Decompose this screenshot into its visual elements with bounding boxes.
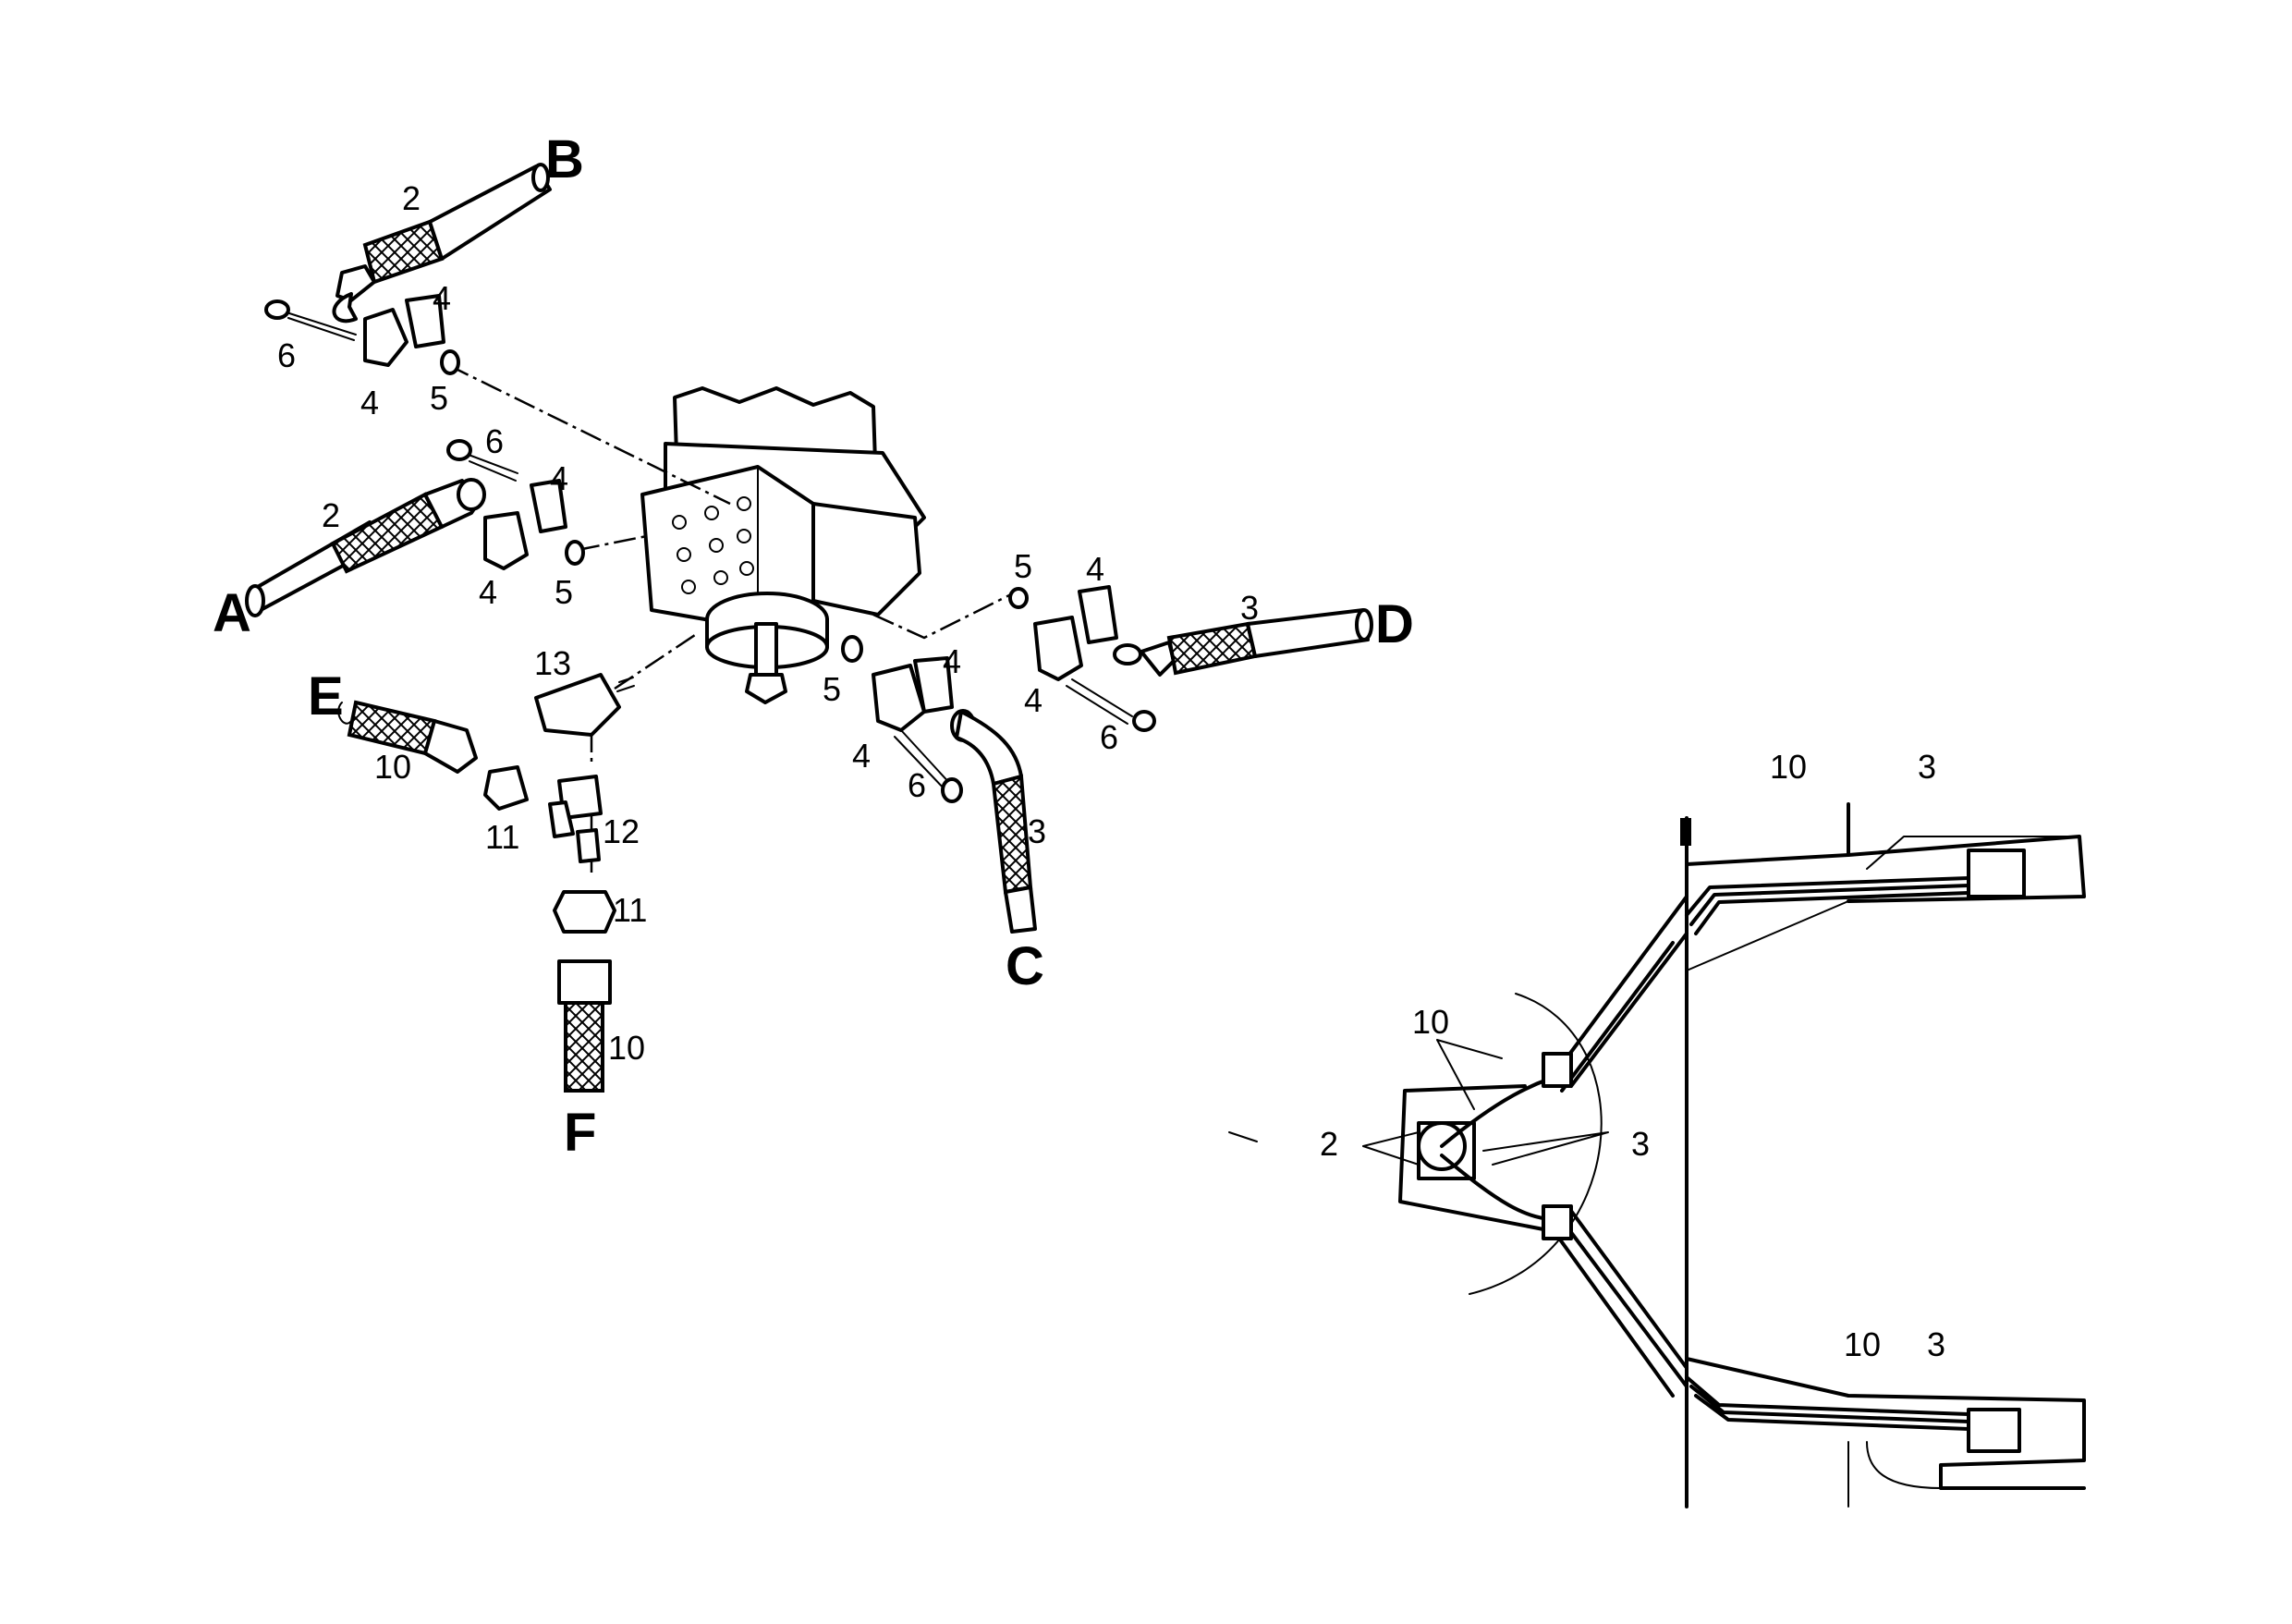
o-ring (1008, 587, 1029, 609)
clamp-lower (1542, 1204, 1573, 1240)
inset-callout-3: 3 (1631, 1125, 1650, 1163)
callout-12: 12 (603, 812, 640, 850)
port-label-c: C (1006, 936, 1044, 996)
callout-4: 4 (360, 384, 379, 421)
tee-fitting-assembly (337, 673, 635, 1093)
port-label-b: B (545, 129, 584, 189)
port-label-e: E (308, 666, 344, 727)
clamp-half (1033, 616, 1083, 681)
bolt-head (1132, 710, 1156, 732)
inset-callout-2: 2 (1320, 1125, 1338, 1163)
port-holes (672, 496, 754, 594)
callout-6: 6 (277, 336, 296, 374)
port-label-a: A (213, 583, 251, 643)
o-ring (565, 540, 585, 566)
callout-4: 4 (943, 642, 961, 680)
callout-11: 11 (613, 891, 647, 929)
callout-4: 4 (852, 737, 871, 775)
callout-4: 4 (550, 459, 568, 497)
inset-callout-3: 3 (1918, 748, 1936, 786)
hose-b-assembly (264, 163, 552, 375)
clamp-half (483, 511, 529, 570)
inset-callout-3: 3 (1927, 1325, 1945, 1363)
bolt-head (264, 299, 290, 320)
frame-marker (1680, 818, 1691, 846)
o-ring (841, 635, 863, 663)
callout-5: 5 (1014, 547, 1032, 585)
inset-callout-10: 10 (1844, 1325, 1881, 1363)
callout-4: 4 (1024, 681, 1042, 719)
callout-4: 4 (479, 573, 497, 611)
callout-11: 11 (485, 818, 519, 856)
inset-callout-10: 10 (1412, 1003, 1449, 1041)
clamp-half (405, 294, 445, 348)
port-label-f: F (564, 1103, 596, 1163)
hose-c-assembly (841, 635, 1037, 934)
part-callouts: 2 4 4 6 5 6 2 4 4 5 13 10 11 12 11 10 5 … (277, 179, 1259, 1067)
callout-6: 6 (1100, 718, 1118, 756)
callout-4: 4 (433, 279, 451, 317)
clamp-half (363, 308, 408, 367)
callout-5: 5 (823, 670, 841, 708)
port-labels: B A C D E F (213, 129, 1414, 1163)
bolt-head (941, 777, 963, 803)
clamp-half (530, 479, 567, 533)
callout-6: 6 (485, 422, 504, 460)
inset-callouts: 10 3 10 2 3 10 3 (1320, 748, 1945, 1363)
callout-3: 3 (1240, 589, 1259, 627)
inset-callout-10: 10 (1770, 748, 1807, 786)
fitting-13 (534, 673, 621, 737)
nut-11-lower (553, 890, 616, 934)
callout-10: 10 (374, 748, 411, 786)
hose-d-assembly (1008, 585, 1373, 732)
clamp-half (1078, 585, 1118, 644)
callout-2: 2 (402, 179, 421, 217)
callout-5: 5 (555, 573, 573, 611)
hose-a-assembly (245, 439, 585, 617)
clamp-half (872, 664, 926, 732)
routing-inset (1228, 802, 2086, 1508)
clamp-upper (1542, 1052, 1573, 1088)
callout-10: 10 (608, 1029, 645, 1067)
o-ring (440, 349, 460, 375)
callout-6: 6 (908, 766, 926, 804)
callout-3: 3 (1028, 812, 1046, 850)
callout-2: 2 (322, 496, 340, 534)
bolt-head (446, 439, 472, 461)
pump-body (640, 386, 926, 704)
callout-13: 13 (534, 644, 571, 682)
clamp-half (913, 656, 954, 714)
nut-11 (483, 765, 529, 811)
callout-4: 4 (1086, 550, 1104, 588)
callout-5: 5 (430, 379, 448, 417)
port-label-d: D (1375, 594, 1414, 654)
